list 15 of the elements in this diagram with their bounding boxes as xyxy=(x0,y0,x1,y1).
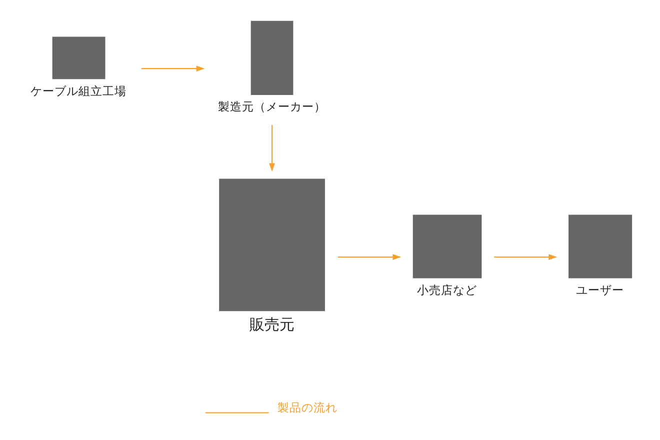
node-label: ユーザー xyxy=(576,282,624,297)
node-box xyxy=(412,214,482,278)
node-box xyxy=(568,214,632,278)
node-label: ケーブル組立工場 xyxy=(30,84,127,98)
arrow xyxy=(338,254,402,260)
node-box xyxy=(250,20,294,96)
node-box xyxy=(219,178,325,312)
node-label: 販売元 xyxy=(249,316,294,334)
arrow xyxy=(269,125,275,172)
node-box xyxy=(52,36,106,80)
legend-label: 製品の流れ xyxy=(277,400,338,414)
arrow xyxy=(141,66,205,72)
arrow xyxy=(494,254,558,260)
node-label: 小売店など xyxy=(417,282,478,297)
node-label: 製造元（メーカー） xyxy=(218,100,326,114)
